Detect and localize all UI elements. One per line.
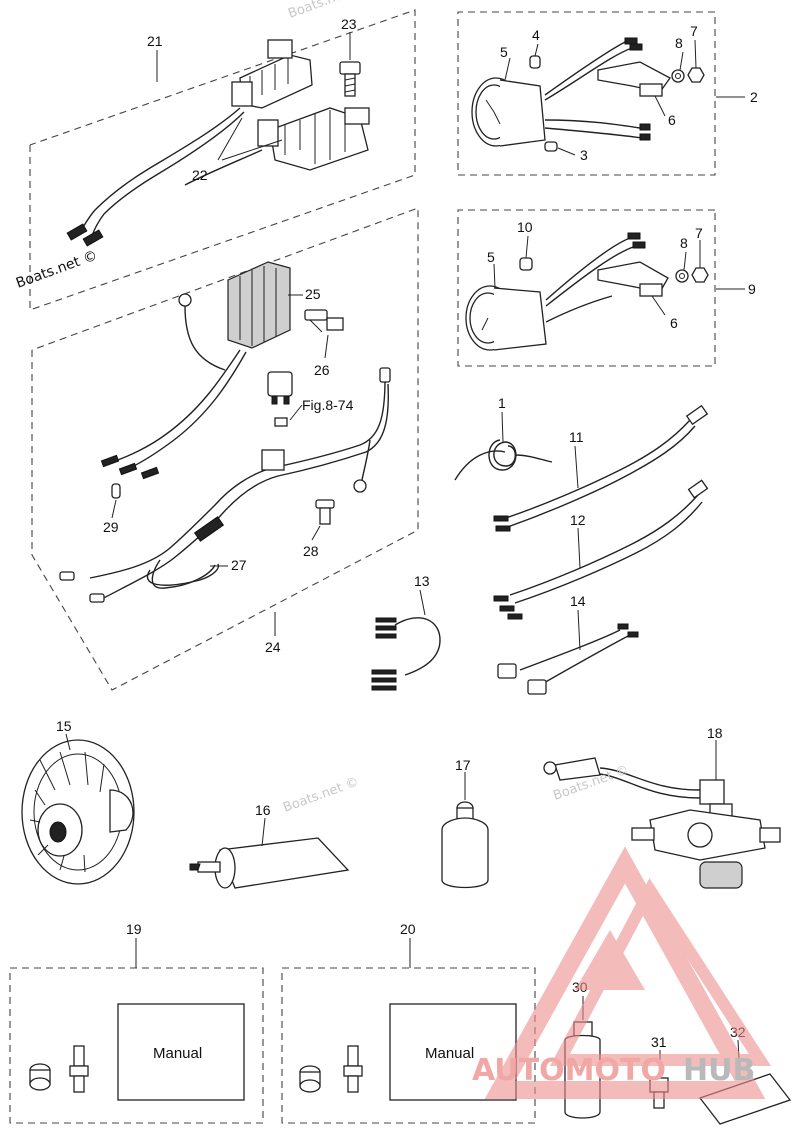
figure-ref: Fig.8-74	[302, 397, 354, 413]
callout-22: 22	[192, 167, 208, 183]
part-14-harness	[497, 609, 639, 695]
group-9-leaders	[493, 235, 745, 316]
part-11-harness	[493, 404, 709, 532]
manual-label-20: Manual	[425, 1045, 474, 1062]
callout-14: 14	[570, 593, 586, 609]
part-15-flywheel	[21, 733, 135, 885]
part-16-tube	[189, 817, 350, 889]
part-17-can	[441, 772, 489, 889]
callout-26: 26	[314, 362, 330, 378]
group-2-outline	[457, 11, 716, 176]
callout-6b: 6	[670, 315, 678, 331]
part-22-coils	[231, 39, 370, 171]
part-2-wires	[544, 37, 651, 141]
watermark-dark: Boats.net ©	[14, 248, 100, 292]
callout-31: 31	[651, 1034, 667, 1050]
part-18-gauge-tool	[543, 740, 781, 889]
part-27-wire	[146, 563, 220, 586]
callout-19: 19	[126, 921, 142, 937]
part-12-harness	[493, 479, 709, 620]
group-9-outline	[457, 209, 716, 367]
callout-6a: 6	[668, 112, 676, 128]
callout-8a: 8	[675, 35, 683, 51]
group-2-leaders	[504, 39, 745, 156]
callout-27: 27	[231, 557, 247, 573]
callout-9: 9	[748, 281, 756, 297]
part-4-bulb	[529, 55, 541, 69]
callout-16: 16	[255, 802, 271, 818]
callout-8b: 8	[680, 235, 688, 251]
part-5-gauge-b	[465, 285, 547, 351]
callout-4: 4	[532, 27, 540, 43]
part-24-harness	[59, 367, 391, 603]
part-21-harness	[66, 107, 263, 247]
part-29-pin	[111, 483, 121, 499]
part-25-regulator	[111, 261, 291, 469]
callout-15: 15	[56, 718, 72, 734]
part-23-bolt	[339, 61, 361, 97]
part-13-harness	[371, 589, 441, 691]
callout-11: 11	[569, 429, 584, 445]
watermark-faint-3: Boats.net ©	[281, 775, 361, 816]
callout-20: 20	[400, 921, 416, 937]
part-5-gauge-tach	[471, 77, 546, 147]
callout-21: 21	[147, 33, 163, 49]
callout-29: 29	[103, 519, 119, 535]
part-26-bolt	[304, 309, 344, 333]
group-24-outline	[31, 207, 419, 691]
group-21-leaders	[156, 32, 351, 161]
callout-12: 12	[570, 512, 586, 528]
part-10-bulb	[519, 257, 533, 271]
group-24-leaders	[111, 294, 329, 636]
parts-7-8-nuts-b	[675, 267, 709, 283]
group-21-outline	[29, 9, 416, 311]
callout-24: 24	[265, 639, 281, 655]
callout-18: 18	[707, 725, 723, 741]
callout-5b: 5	[487, 249, 495, 265]
group-19-outline	[9, 938, 264, 1124]
part-6-bracket-b	[597, 261, 669, 297]
parts-7-8-nuts	[671, 67, 705, 83]
part-28-bolt	[315, 499, 335, 525]
parts-20-fittings	[299, 1045, 363, 1093]
part-1-spring	[454, 411, 553, 481]
callout-2: 2	[750, 89, 758, 105]
callout-17: 17	[455, 757, 471, 773]
callout-10: 10	[517, 219, 533, 235]
callout-1: 1	[498, 395, 506, 411]
callout-7a: 7	[690, 23, 698, 39]
automotohub-logo	[484, 846, 772, 1099]
logo-text-part1: AUTOMOTO	[472, 1053, 666, 1088]
logo-text-part2: HUB	[683, 1053, 755, 1088]
callout-28: 28	[303, 543, 319, 559]
manual-label-19: Manual	[153, 1045, 202, 1062]
callout-23: 23	[341, 16, 357, 32]
part-6-bracket	[597, 61, 671, 97]
callout-7b: 7	[695, 225, 703, 241]
callout-13: 13	[414, 573, 430, 589]
callout-5a: 5	[500, 44, 508, 60]
callout-25: 25	[305, 286, 321, 302]
manual-19	[117, 1003, 245, 1101]
part-9-wires	[545, 232, 646, 323]
part-3-bulb	[544, 141, 558, 152]
parts-19-fittings	[29, 1045, 89, 1093]
callout-3: 3	[580, 147, 588, 163]
part-relay-ref	[267, 371, 293, 427]
